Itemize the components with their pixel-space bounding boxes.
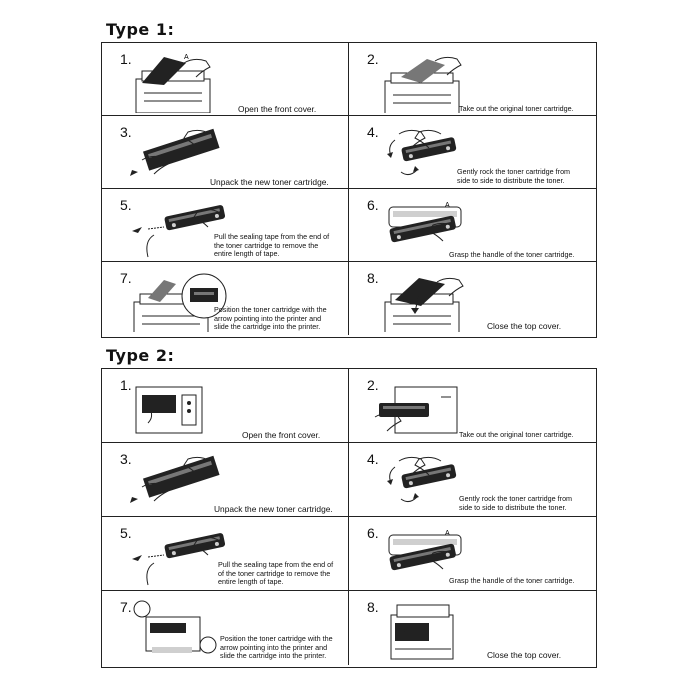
caption-line: Close the top cover. [487,322,561,331]
step-1-5-cell: 5. Pull the sealing tape from the end of… [102,189,349,262]
caption-line: Unpack the new toner cartridge. [214,505,333,514]
step-2-1-cell: 1. Open the front cover. [102,369,349,443]
caption-line: Open the front cover. [238,105,316,114]
step-caption: Open the front cover. [238,105,316,114]
step-caption: Take out the original toner cartridge. [459,105,574,114]
caption-line: Unpack the new toner cartridge. [210,178,329,187]
close-cover-icon [371,595,481,665]
close-cover-icon [371,266,481,335]
caption-line: entire length of tape. [214,250,329,259]
caption-line: Take out the original toner cartridge. [459,431,574,440]
step-1-7-cell: 7. Position the toner cartridge with the… [102,262,349,335]
svg-text:A: A [184,54,189,61]
caption-line: Grasp the handle of the toner cartridge. [449,577,574,586]
printer-open-cover-icon: A [124,47,234,116]
caption-line: entire length of tape. [218,578,333,587]
caption-line: slide the cartridge into the printer. [220,652,333,661]
step-caption: Close the top cover. [487,322,561,331]
type-2-heading: Type 2: [106,346,174,365]
caption-line: slide the cartridge into the printer. [214,323,327,332]
caption-line: side to side to distribute the toner. [459,504,572,513]
svg-text:A: A [445,202,450,209]
step-caption: Unpack the new toner cartridge. [214,505,333,514]
type-2-steps-grid: 1. Open the front cover.2. Take out the … [101,368,597,668]
printer-open-cover-icon [124,373,234,443]
type-1-heading: Type 1: [106,20,174,39]
step-caption: Grasp the handle of the toner cartridge. [449,251,574,260]
step-1-2-cell: 2. Take out the original toner cartridge… [349,43,596,116]
step-caption: Open the front cover. [242,431,320,440]
insert-cartridge-icon [124,595,234,665]
caption-line: Open the front cover. [242,431,320,440]
step-2-5-cell: 5. Pull the sealing tape from the end of… [102,517,349,591]
caption-line: Close the top cover. [487,651,561,660]
step-2-3-cell: 3. Unpack the new toner cartridge. [102,443,349,517]
step-caption: Close the top cover. [487,651,561,660]
step-2-8-cell: 8. Close the top cover. [349,591,596,665]
svg-text:A: A [445,530,450,537]
step-caption: Unpack the new toner cartridge. [210,178,329,187]
caption-line: Grasp the handle of the toner cartridge. [449,251,574,260]
step-1-8-cell: 8. Close the top cover. [349,262,596,335]
caption-line: Take out the original toner cartridge. [459,105,574,114]
step-2-7-cell: 7. Position the toner cartridge with the… [102,591,349,665]
step-caption: Take out the original toner cartridge. [459,431,574,440]
step-caption: Grasp the handle of the toner cartridge. [449,577,574,586]
step-1-3-cell: 3. Unpack the new toner cartridge. [102,116,349,189]
caption-line: side to side to distribute the toner. [457,177,570,186]
step-2-2-cell: 2. Take out the original toner cartridge… [349,369,596,443]
